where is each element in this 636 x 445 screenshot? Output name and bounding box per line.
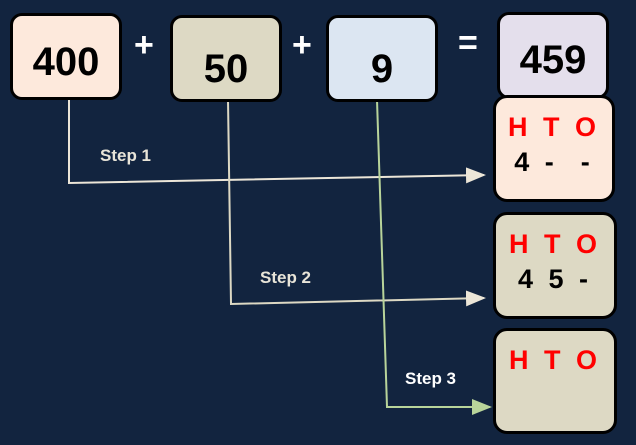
place-value-header: H T O bbox=[509, 345, 601, 375]
step1-arrow bbox=[68, 100, 486, 185]
step-1-result-box: H T O 4 - - bbox=[493, 95, 615, 202]
place-value-header: H T O bbox=[509, 229, 601, 259]
place-value-digits: 4 - - bbox=[514, 147, 594, 177]
step-1-label: Step 1 bbox=[100, 146, 152, 165]
step3-arrow bbox=[376, 99, 492, 415]
ones-box: 9 bbox=[326, 15, 438, 102]
plus-sign: + bbox=[134, 26, 154, 64]
plus-sign: + bbox=[292, 26, 312, 64]
tens-box: 50 bbox=[170, 15, 282, 102]
place-value-header: H T O bbox=[508, 112, 600, 142]
step-2-result-box: H T O 4 5 - bbox=[493, 212, 617, 319]
step2-arrow bbox=[227, 99, 486, 307]
step-3-result-box: H T O bbox=[493, 328, 617, 434]
equals-sign: = bbox=[458, 24, 478, 62]
step-3-label: Step 3 bbox=[405, 369, 457, 388]
place-value-digits: 4 5 - bbox=[517, 264, 593, 294]
step-2-label: Step 2 bbox=[260, 268, 312, 287]
sum-box: 459 bbox=[497, 12, 609, 99]
hundreds-box: 400 bbox=[10, 13, 122, 100]
